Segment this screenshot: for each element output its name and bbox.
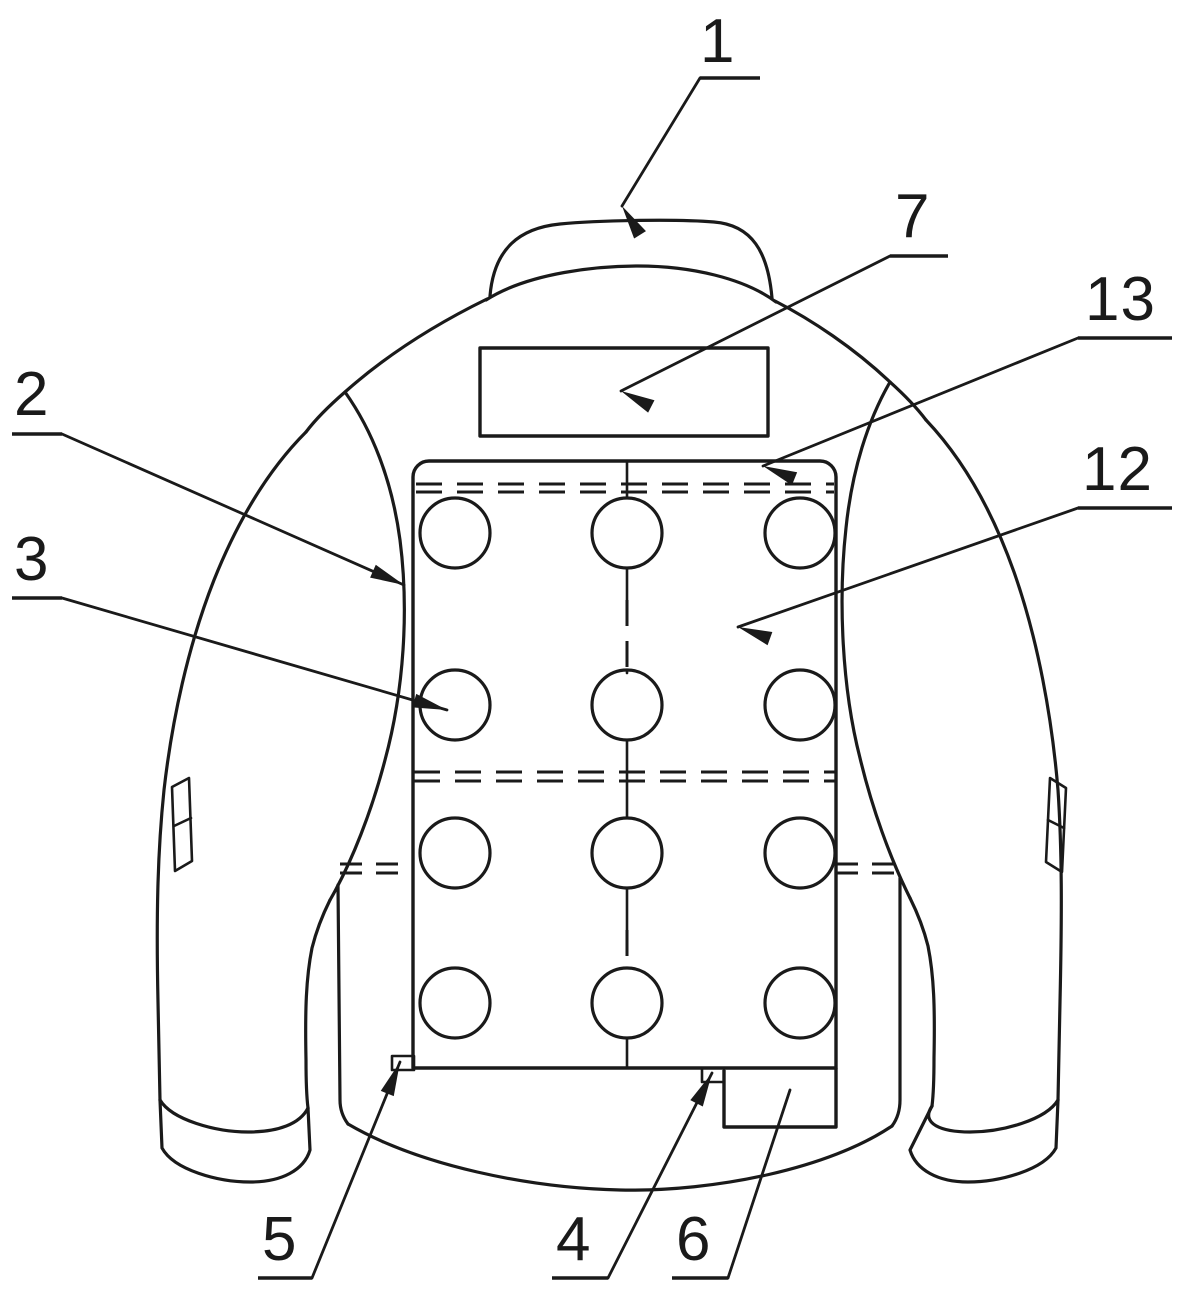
panel-top-dashed-seam [416,482,834,494]
collar-outer-path [488,218,774,300]
inflatable-back-panel-group [340,459,900,1129]
reference-numeral-12: 12 [1082,435,1153,504]
arrowhead-2 [370,564,404,585]
arrowhead-12 [738,627,773,646]
vent-hole [590,668,664,742]
callout-1: 1 [620,7,760,239]
panel-middle-dashed-seam [414,770,836,783]
leader-line-7 [619,254,892,393]
vent-hole [763,816,837,890]
right-shoulder-seam [773,299,928,422]
vent-hole-grid [418,496,837,1040]
right-armhole-curve [840,380,912,900]
leader-line-13 [761,336,1080,468]
vent-hole [418,966,492,1040]
leader-line-2 [60,432,406,587]
reference-numeral-13: 13 [1085,265,1156,334]
leader-line-4 [606,1071,714,1280]
left-sleeve-inner-edge [304,898,332,1110]
left-shoulder-seam [304,297,489,434]
reference-numeral-6: 6 [676,1205,711,1274]
leader-line-5 [310,1060,402,1280]
arrowhead-1 [622,206,646,239]
arrowhead-13 [763,466,798,486]
callout-5: 5 [258,1060,402,1280]
left-armhole-curve [328,390,406,902]
leader-line-1 [620,76,702,208]
reference-callouts-group: 1 7 13 2 12 3 5 4 6 [12,7,1172,1280]
arrowhead-5 [380,1062,400,1097]
left-cuff-hem [158,1098,312,1184]
right-cuff-hem [908,1098,1060,1184]
right-sleeve-inner-edge [908,896,936,1108]
vent-hole [763,966,837,1040]
vent-hole [418,816,492,890]
callout-2: 2 [12,360,406,587]
body-bottom-hem [346,1122,894,1192]
reference-numeral-3: 3 [14,525,49,594]
reference-numeral-4: 4 [556,1205,591,1274]
bottom-pocket-flap [722,1068,838,1129]
callout-3: 3 [12,525,449,712]
left-fastener-square [390,1054,416,1072]
vent-hole [590,496,664,570]
callout-13: 13 [761,265,1172,486]
vent-hole [763,668,837,742]
panel-left-dashed-stub [340,862,414,875]
panel-right-dashed-stub [836,862,900,875]
arrowhead-3 [412,693,447,710]
right-sleeve-outer-edge [924,418,1063,1102]
right-cuff-band [927,1098,1060,1134]
callout-4: 4 [552,1071,714,1280]
jacket-outline-group [155,218,1068,1192]
left-cuff-band [158,1098,310,1134]
callout-12: 12 [736,435,1172,646]
reference-numeral-7: 7 [895,182,930,251]
reference-numeral-1: 1 [700,7,735,76]
callout-7: 7 [619,182,948,413]
leader-line-6 [726,1088,792,1280]
vent-hole [590,816,664,890]
reference-numeral-2: 2 [14,360,49,429]
right-sleeve-tab-icon [1044,776,1068,874]
vent-hole [763,496,837,570]
center-fastener-square [700,1066,726,1084]
back-label-patch [478,346,770,438]
leader-line-3 [60,596,449,712]
body-left-side-seam [336,883,350,1126]
arrowhead-4 [690,1073,712,1107]
left-sleeve-tab-icon [170,776,194,873]
leader-line-12 [736,506,1080,629]
arrowhead-7 [621,391,655,413]
left-sleeve-outer-edge [155,430,308,1102]
vent-hole [418,496,492,570]
collar-inner-path [484,264,778,304]
vent-hole [590,966,664,1040]
reference-numeral-5: 5 [262,1205,297,1274]
callout-6: 6 [672,1088,792,1280]
body-right-side-seam [890,876,902,1128]
